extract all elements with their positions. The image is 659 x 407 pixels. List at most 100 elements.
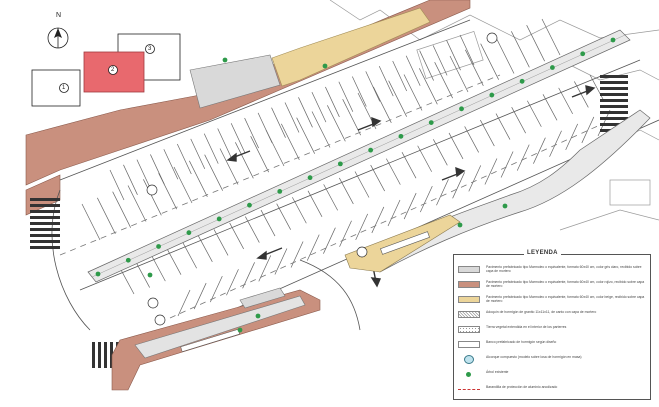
stall-line [464,126,479,153]
legend-text: Tierra vegetal extendida en el interior … [486,325,567,329]
legend-text: Barandilla de protección de aluminio ano… [486,385,558,389]
key-plan [31,33,181,107]
legend-item: Tierra vegetal extendida en el interior … [458,325,648,335]
stall-line [229,222,244,250]
tree-icon [222,57,228,63]
bench [380,231,430,255]
stall-line [177,289,191,317]
tree-icon [216,216,222,222]
stall-line [436,179,449,206]
tree-icon [307,175,313,181]
stall-line [365,71,381,102]
stall-line [405,55,421,86]
stall-line [292,197,307,224]
stall-line [119,267,135,295]
legend-text: Alcorque compuesto (modelo sobre losa de… [486,355,582,359]
grey-paving-south [134,295,306,359]
stall-line [465,49,484,86]
stall-line [434,62,453,99]
stall-line [260,209,276,237]
stall-line [371,206,385,234]
legend-item: Árbol existente [458,370,648,380]
tree-icon [277,189,283,194]
grey-paving-south-2 [239,287,286,309]
legend-text: Adoquín de hormigón de granito 11x11x11,… [486,310,597,314]
zebra-stripe [30,222,60,225]
zebra-stripe [30,246,60,249]
stall-line [271,107,286,138]
stall-line [189,160,208,197]
zebra-stripe [92,342,95,368]
stall-line [388,80,407,117]
stall-line [448,132,464,160]
legend-swatch [458,311,480,318]
stall-line [127,185,147,222]
stall-line [495,113,511,140]
legend-swatch [458,341,480,348]
stall-line [284,102,300,133]
traffic-arrow-icon [226,85,596,288]
zebra-stripe [30,240,60,243]
zebra-stripe [104,342,107,368]
zebra-stripe [600,93,628,96]
stall-line [265,129,285,167]
stall-line [354,171,370,198]
street-lamp-icon [154,314,166,326]
tree-icon [428,120,434,125]
stall-line [342,99,361,136]
stall-line [123,164,138,195]
stall-line [351,76,367,107]
zebra-stripe [600,111,628,114]
north-arrow-icon [47,27,69,49]
legend-swatch [458,296,480,303]
legend-text: Pavimento prefabricado tipo Marmoleo o e… [486,265,642,273]
stall-line [143,179,162,216]
zebra-stripe [600,123,628,126]
stall-line [446,40,461,71]
stall-line [193,282,207,310]
stall-line [307,190,323,217]
stall-line [542,94,558,121]
stall-line [311,91,327,123]
stall-line [112,191,131,228]
stall-line [511,31,530,68]
stall-line [213,229,229,256]
lane-markings [59,74,601,319]
stall-line [109,169,125,201]
stall-line [296,117,315,154]
stall-line [558,87,573,115]
legend-text: Pavimento prefabricado tipo Marmoleo o e… [486,295,645,303]
stall-line [373,86,392,123]
stall-line [355,213,369,240]
stall-line [339,177,354,205]
zebra-stripe [30,228,60,231]
tree-icon [457,222,463,228]
stall-line [81,203,101,241]
legend-title: LEYENDA [524,250,561,256]
stall-line [432,45,448,76]
stall-line [203,133,219,164]
stall-line [182,242,197,269]
stall-line [541,18,561,56]
stall-line [417,145,432,172]
stall-line [419,68,438,105]
zebra-stripe [30,216,60,219]
legend-item: Pavimento prefabricado tipo Marmoleo o e… [458,295,648,305]
legend-text: Pavimento prefabricado tipo Marmoleo o e… [486,280,645,288]
stall-line [306,234,320,261]
legend-swatch [458,266,480,273]
stall-line [323,227,336,254]
tree-icon [610,37,616,43]
zebra-stripe [600,87,628,90]
stall-line [527,100,542,127]
legend-item: Adoquín de hormigón de granito 11x11x11,… [458,310,648,320]
beige-paving-north [271,7,431,87]
zebra-stripe [30,210,60,213]
legend-item: Pavimento prefabricado tipo Marmoleo o e… [458,265,648,275]
stall-line [325,86,340,118]
stall-line [419,50,434,81]
median-pipe [91,34,626,278]
tree-icon [95,37,616,333]
stall-line [136,159,152,190]
stall-line [459,34,475,66]
